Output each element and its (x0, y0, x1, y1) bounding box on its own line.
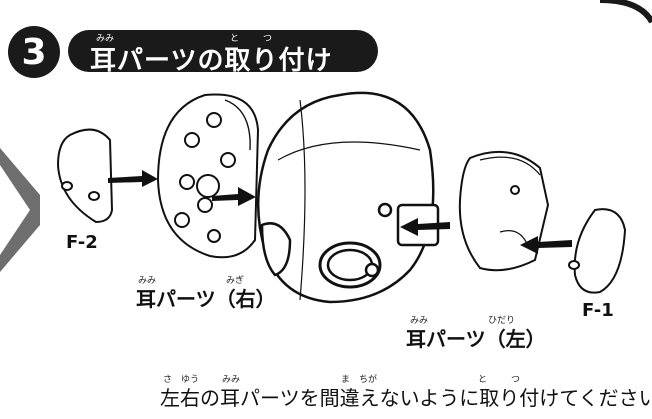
right-part-ruby-migi: みぎ (226, 276, 245, 286)
previous-chevron-icon[interactable] (0, 148, 40, 272)
caption-ruby-to: と (478, 375, 488, 385)
step-title-pill (68, 30, 378, 72)
caption-ruby-yuu: ゆう (181, 375, 200, 385)
f1-cover-part (568, 208, 627, 294)
title-ruby-mimi: みみ (96, 34, 115, 44)
caption-ruby-chiga: ちが (359, 375, 378, 385)
left-ear-part (458, 151, 550, 272)
left-part-ruby-hidari: ひだり (488, 316, 516, 326)
step-number: 3 (21, 31, 47, 73)
title-ruby-tsu: つ (263, 34, 273, 44)
head-part (256, 91, 440, 304)
step-number-badge: 3 (8, 26, 60, 78)
caption-ruby-tsu: つ (511, 375, 521, 385)
frame-corner (599, 0, 652, 24)
caption-ruby-mimi: みみ (222, 375, 241, 385)
title-ruby-to: と (230, 34, 240, 44)
arrow-f1 (520, 236, 572, 254)
right-part-label: 耳パーツ（右） (136, 287, 276, 311)
step-title: 耳パーツの取り付け (90, 46, 333, 76)
arrow-right-ear (212, 187, 256, 206)
arrow-left-ear (400, 218, 450, 236)
f2-label: F-2 (66, 232, 98, 253)
caption-ruby-sa: さ (163, 375, 173, 385)
instruction-caption: 左右の耳パーツを間違えないように取り付けてください。 (160, 386, 652, 410)
right-part-ruby-mimi: みみ (138, 276, 157, 286)
left-part-label: 耳パーツ（左） (406, 327, 546, 351)
right-ear-part (156, 93, 260, 259)
arrow-f2 (108, 170, 158, 187)
caption-ruby-ma: ま (341, 375, 351, 385)
f1-label: F-1 (582, 300, 614, 321)
left-part-ruby-mimi: みみ (410, 316, 429, 326)
f2-cover-part (56, 128, 114, 224)
